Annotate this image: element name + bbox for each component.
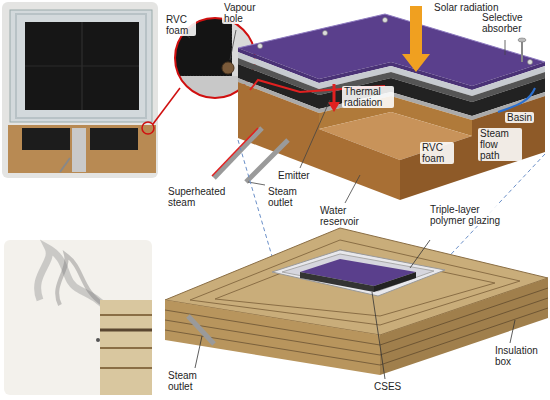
drawing-part <box>38 248 108 310</box>
steam-photo <box>4 240 152 395</box>
drawing-part <box>498 88 535 112</box>
drawing-part <box>383 18 388 23</box>
part-label: RVC foam <box>420 142 454 164</box>
part-label: Vapour hole <box>222 2 266 24</box>
part-label: Insulation box <box>493 345 547 367</box>
part-label: Emitter <box>276 170 312 181</box>
drawing-part <box>319 129 400 200</box>
drawing-part <box>400 136 472 200</box>
drawing-part <box>528 60 533 65</box>
drawing-part <box>215 250 495 316</box>
drawing-part <box>328 102 340 112</box>
drawing-part <box>258 44 263 49</box>
drawing-part <box>100 314 152 316</box>
drawing-part <box>90 128 138 150</box>
drawing-part <box>153 88 180 124</box>
drawing-part <box>323 31 328 36</box>
drawing-part <box>212 128 258 176</box>
drawing-part <box>57 255 104 305</box>
part-label: Basin <box>505 112 534 123</box>
drawing-part <box>100 300 152 395</box>
device-photo <box>2 2 180 178</box>
drawing-part <box>60 158 70 172</box>
part-label: RVC foam <box>164 14 196 36</box>
cses-cutaway <box>212 6 545 203</box>
part-label: Water reservoir <box>318 205 372 227</box>
part-label: CSES <box>372 381 403 392</box>
part-label: Steam outlet <box>266 186 308 208</box>
drawing-part <box>300 100 330 168</box>
drawing-part <box>380 278 548 375</box>
drawing-part <box>333 84 336 104</box>
drawing-part <box>195 336 202 368</box>
drawing-part <box>2 2 158 178</box>
drawing-part <box>521 40 523 62</box>
drawing-part <box>510 320 515 343</box>
insulation-box <box>165 228 548 379</box>
drawing-part <box>374 272 416 292</box>
drawing-part <box>22 128 70 150</box>
drawing-part <box>10 10 152 122</box>
drawing-part <box>100 329 152 332</box>
drawing-part <box>402 6 430 72</box>
part-label: Steam flow path <box>478 128 522 161</box>
drawing-part <box>222 62 234 74</box>
drawing-part <box>238 82 319 169</box>
drawing-part <box>142 122 154 134</box>
drawing-part <box>165 310 380 345</box>
drawing-part <box>345 175 360 203</box>
drawing-part <box>4 240 152 395</box>
drawing-part <box>300 272 374 292</box>
drawing-part <box>25 66 139 67</box>
part-label: Thermal radiation <box>342 86 394 108</box>
drawing-part <box>100 347 152 349</box>
drawing-part <box>165 330 380 365</box>
drawing-part <box>282 254 434 291</box>
drawing-part <box>96 338 100 342</box>
drawing-part <box>230 30 236 60</box>
drawing-part <box>165 300 380 375</box>
part-label: Steam outlet <box>166 370 208 392</box>
drawing-part <box>100 367 152 369</box>
part-label: Triple-layer polymer glazing <box>428 204 504 226</box>
drawing-part <box>25 22 139 110</box>
drawing-part <box>410 240 430 268</box>
drawing-part <box>16 14 146 118</box>
drawing-part <box>8 125 156 173</box>
drawing-part <box>505 40 506 55</box>
part-label: Selective absorber <box>480 12 540 34</box>
drawing-part <box>72 128 86 172</box>
part-label: Superheated steam <box>166 186 232 208</box>
drawing-part <box>272 250 445 296</box>
drawing-part <box>372 292 385 379</box>
drawing-part <box>518 38 526 42</box>
